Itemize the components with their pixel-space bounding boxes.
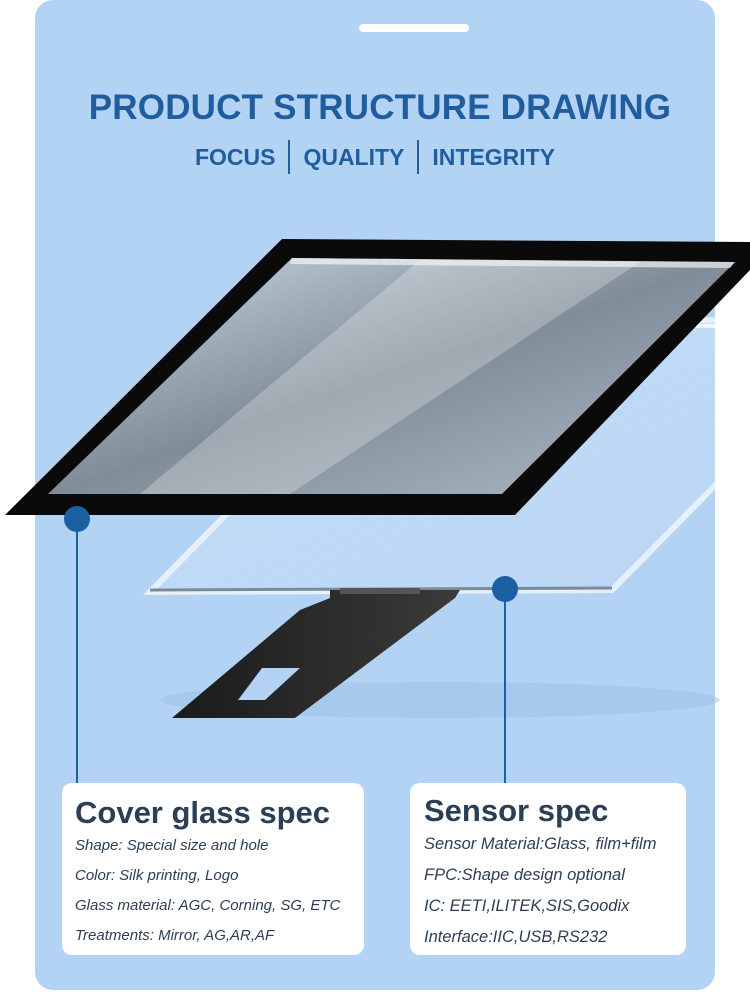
sensor-spec-title: Sensor spec bbox=[424, 793, 609, 828]
tagline-quality: QUALITY bbox=[303, 143, 405, 170]
sensor-spec-card: Sensor spec Sensor Material:Glass, film+… bbox=[410, 783, 686, 955]
sensor-spec-line: FPC:Shape design optional bbox=[424, 866, 625, 884]
page-title: PRODUCT STRUCTURE DRAWING bbox=[88, 88, 672, 127]
tagline-divider bbox=[288, 140, 291, 174]
cover-spec-line: Treatments: Mirror, AG,AR,AF bbox=[75, 927, 275, 944]
sensor-spec-line: Sensor Material:Glass, film+film bbox=[424, 835, 657, 853]
cover-spec-line: Glass material: AGC, Corning, SG, ETC bbox=[75, 897, 341, 914]
tagline: FOCUS QUALITY INTEGRITY bbox=[0, 140, 750, 174]
tagline-focus: FOCUS bbox=[194, 143, 276, 170]
tagline-integrity: INTEGRITY bbox=[432, 143, 556, 170]
cover-spec-line: Color: Silk printing, Logo bbox=[75, 867, 239, 884]
top-handle bbox=[359, 24, 469, 32]
cover-marker bbox=[64, 506, 90, 532]
sensor-spec-line: Interface:IIC,USB,RS232 bbox=[424, 928, 608, 946]
cover-spec-line: Shape: Special size and hole bbox=[75, 837, 269, 854]
cover-glass-spec-card: Cover glass spec Shape: Special size and… bbox=[62, 783, 364, 955]
sensor-marker bbox=[492, 576, 518, 602]
cover-glass bbox=[5, 239, 750, 515]
cover-spec-title: Cover glass spec bbox=[75, 795, 331, 830]
sensor-spec-line: IC: EETI,ILITEK,SIS,Goodix bbox=[424, 897, 630, 915]
fpc-cable bbox=[172, 588, 460, 718]
tagline-divider bbox=[417, 140, 420, 174]
